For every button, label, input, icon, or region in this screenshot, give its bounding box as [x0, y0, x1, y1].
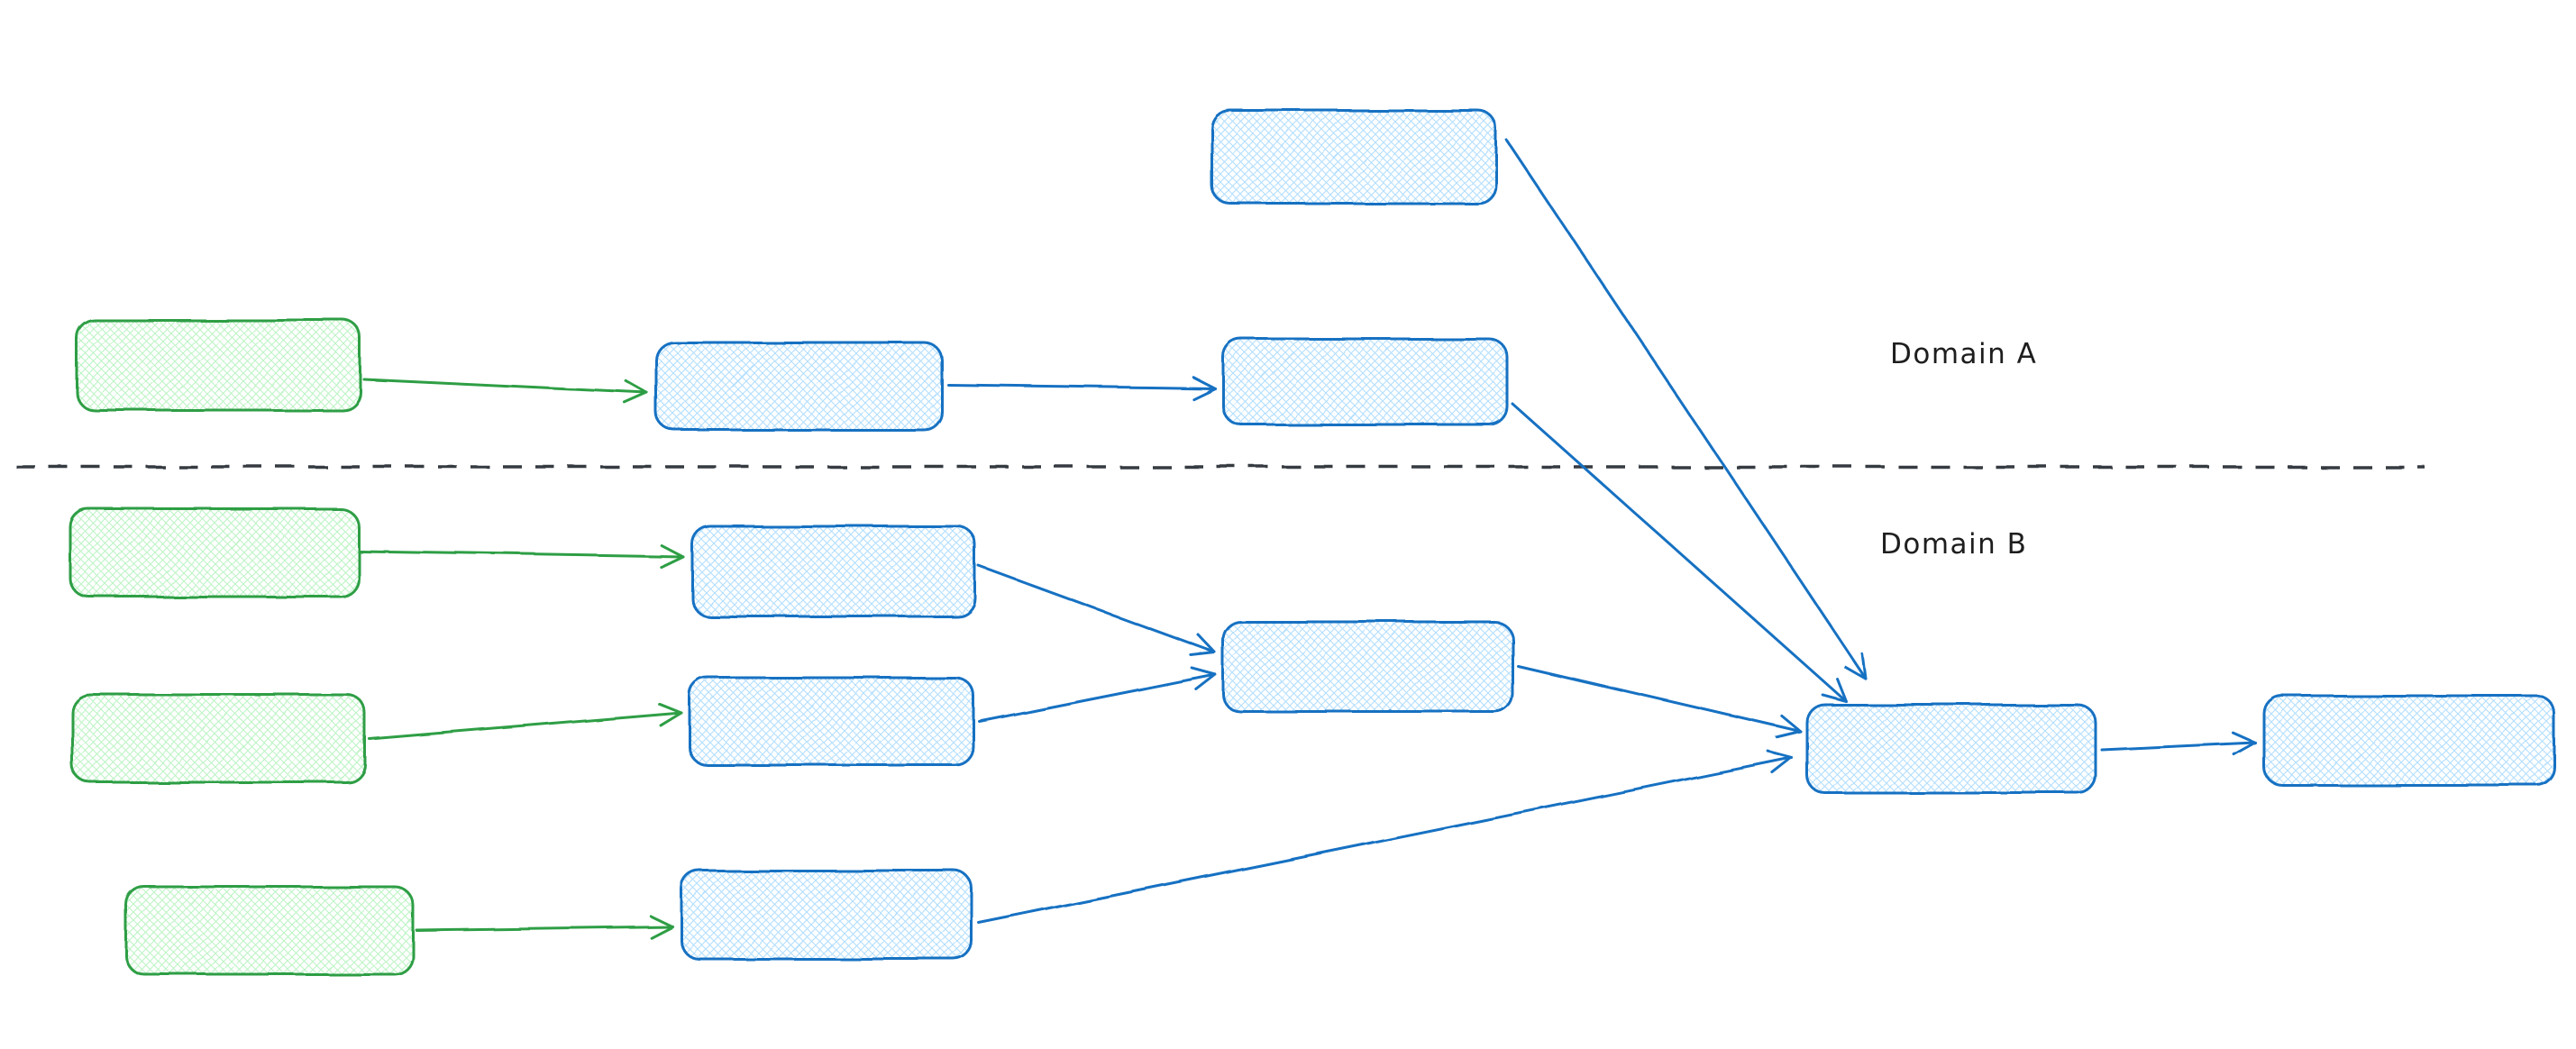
- node-output: [2262, 694, 2556, 787]
- edge-b-step-1-to-b-merge: [977, 564, 1217, 657]
- node-a-step-1: [654, 341, 944, 432]
- edge-a-source-to-a-step-1: [362, 378, 649, 405]
- node-b-step-3: [680, 869, 973, 961]
- edge-b-step-2-to-b-merge: [977, 666, 1217, 723]
- domain-b-label: Domain B: [1880, 528, 2027, 561]
- node-b-source-1: [69, 507, 361, 598]
- node-a-source: [75, 318, 362, 412]
- node-a-step-2: [1221, 337, 1509, 426]
- edge-b-source-3-to-b-step-3: [415, 914, 674, 939]
- node-b-merge: [1221, 620, 1514, 714]
- edge-b-merge-to-sink: [1516, 664, 1803, 739]
- node-a-top: [1210, 109, 1498, 205]
- edge-a-step-1-to-a-step-2: [946, 376, 1217, 401]
- edge-b-step-3-to-sink: [977, 750, 1794, 925]
- domain-a-label: Domain A: [1890, 338, 2037, 370]
- edge-a-step-2-to-sink: [1511, 402, 1848, 703]
- node-b-step-1: [690, 524, 977, 618]
- edge-sink-to-output: [2100, 731, 2257, 756]
- node-b-source-2: [70, 693, 367, 784]
- edge-b-source-1-to-b-step-1: [359, 544, 685, 570]
- node-sink: [1805, 703, 2097, 795]
- node-b-source-3: [124, 885, 415, 976]
- edge-b-source-2-to-b-step-2: [368, 702, 683, 741]
- node-b-step-2: [688, 676, 975, 767]
- edge-a-top-to-sink: [1505, 139, 1868, 680]
